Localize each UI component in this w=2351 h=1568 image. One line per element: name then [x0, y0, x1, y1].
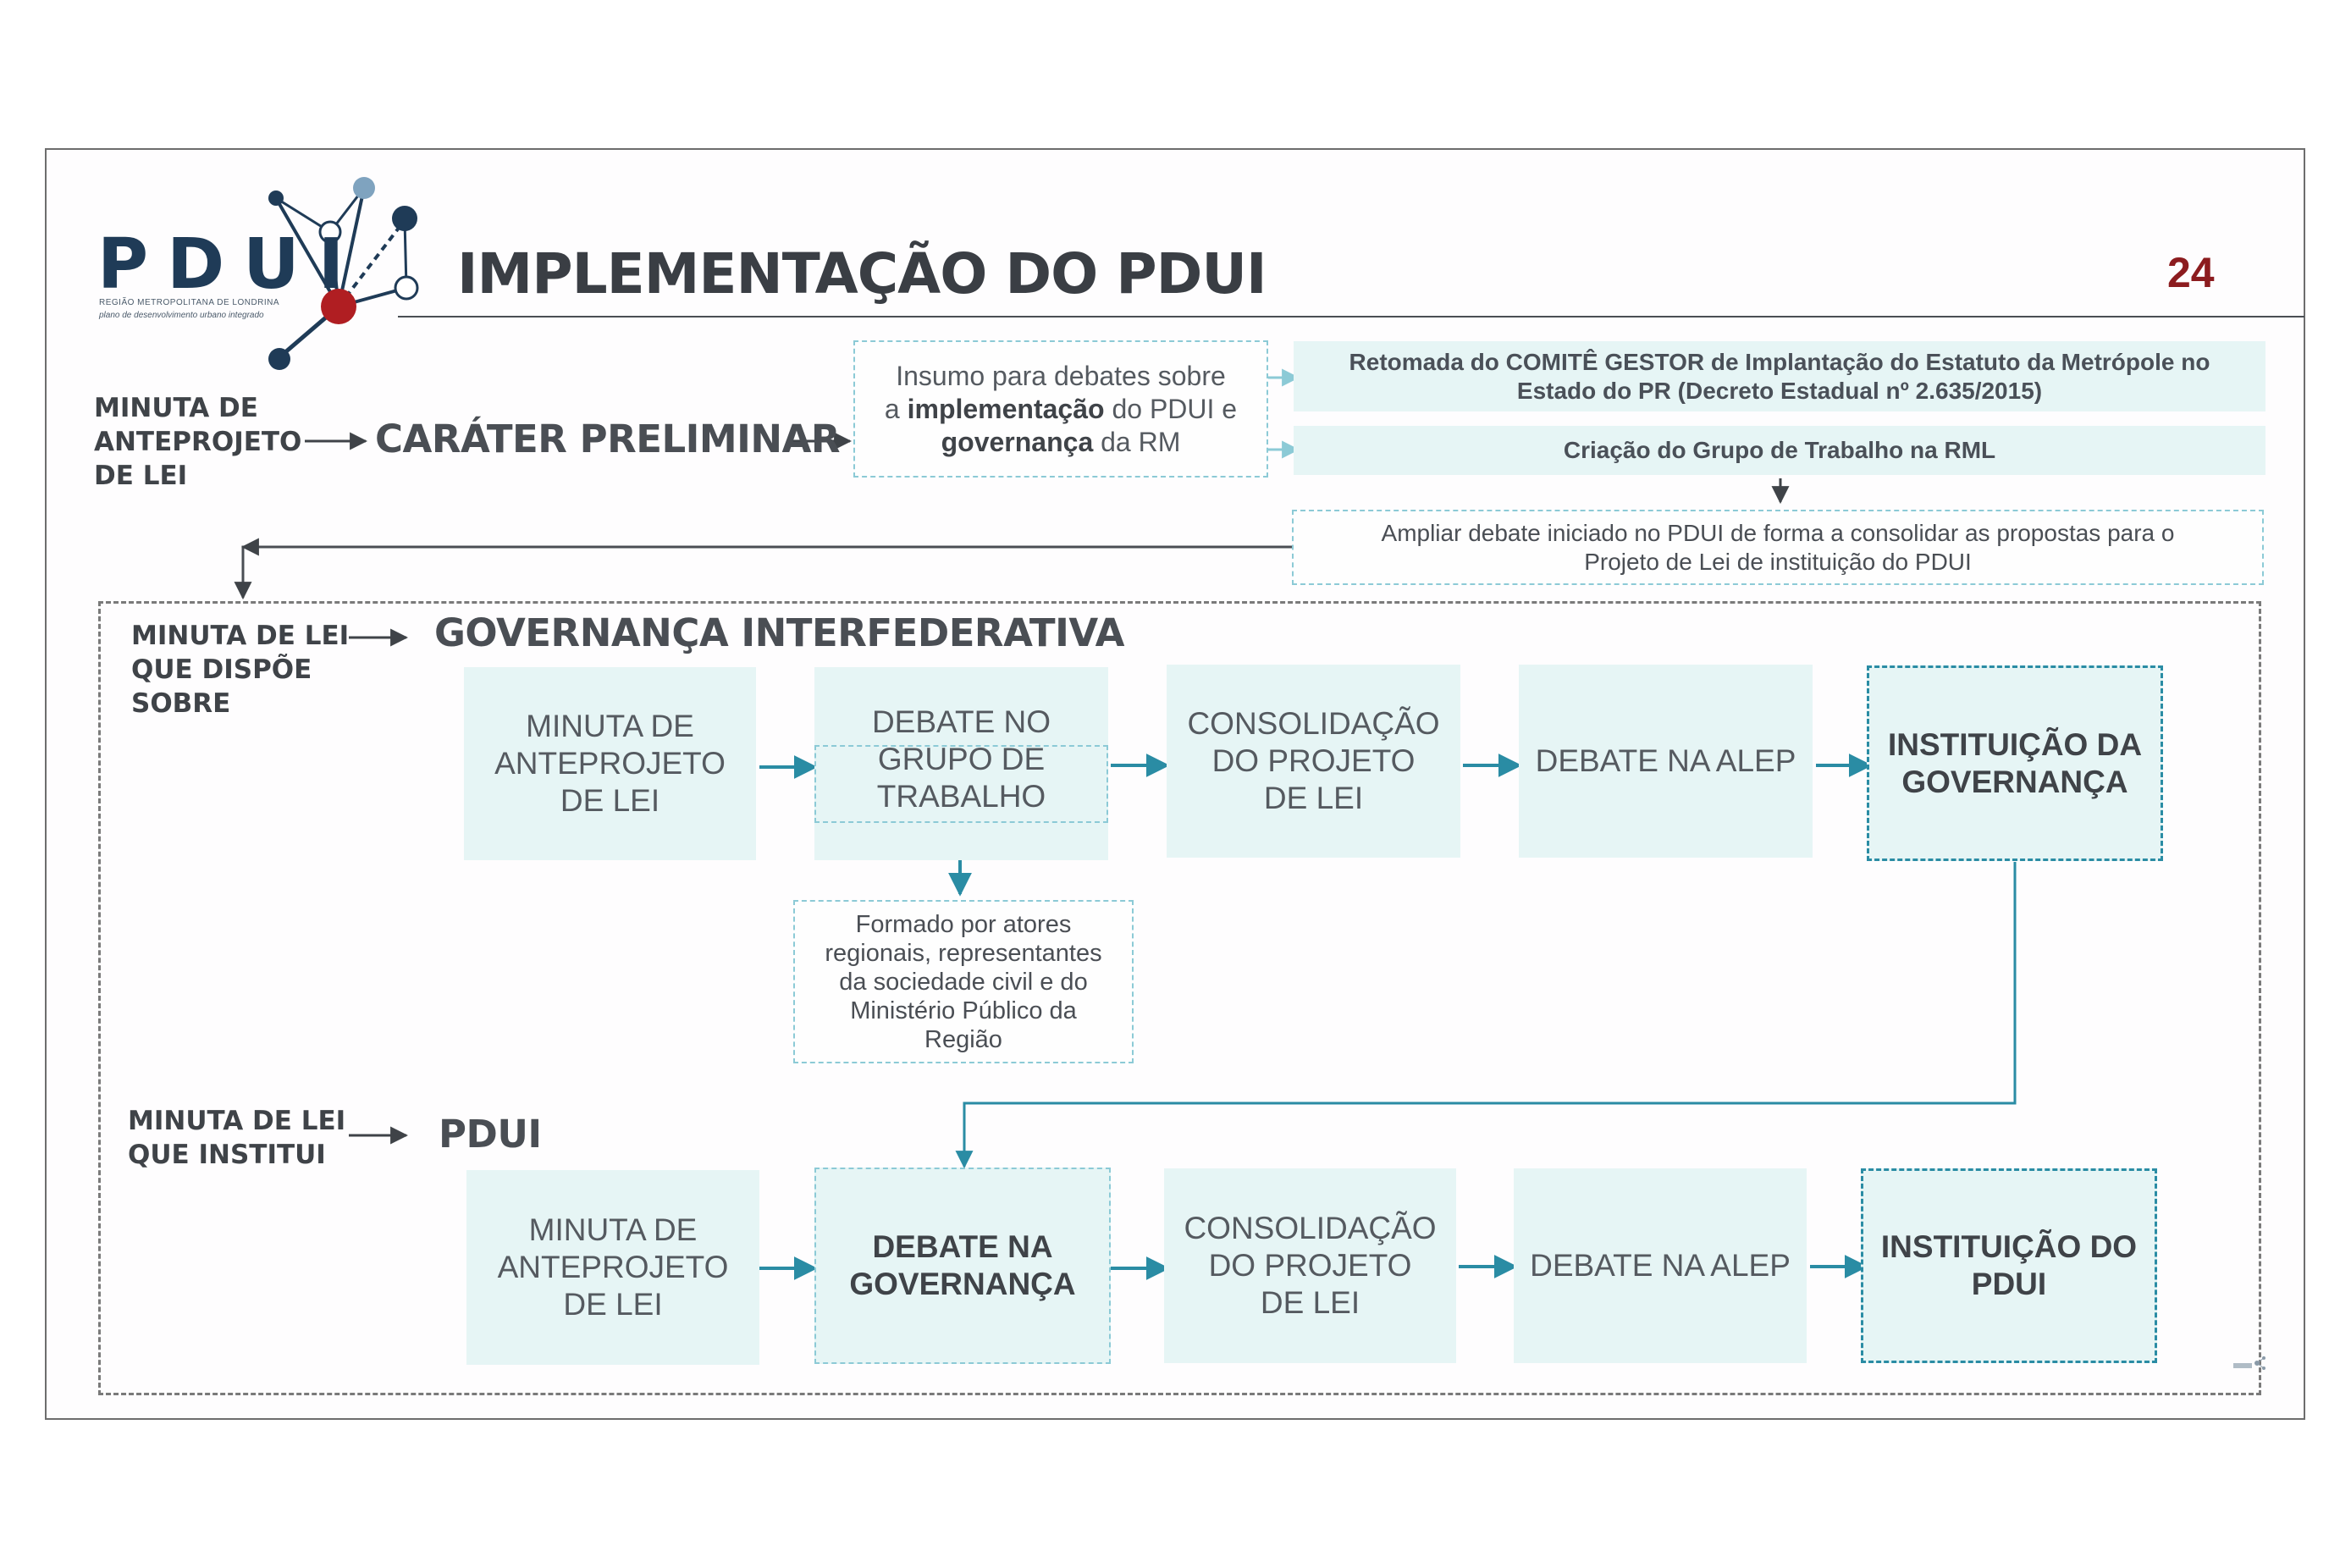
- note-line: Formado por atores: [855, 910, 1072, 938]
- step-line: CONSOLIDAÇÃO: [1184, 1211, 1437, 1245]
- step-line: MINUTA DE: [526, 709, 694, 743]
- governanca-step-debate-grupo: [814, 667, 1108, 860]
- step-line: CONSOLIDAÇÃO: [1187, 706, 1440, 741]
- pdui-heading: PDUI: [439, 1112, 542, 1157]
- logo-tagline: plano de desenvolvimento urbano integrad…: [99, 311, 264, 320]
- text-bold: implementação: [907, 393, 1105, 424]
- step-line: ANTEPROJETO: [494, 746, 726, 781]
- label-line: QUE INSTITUI: [128, 1140, 326, 1170]
- step-line: INSTITUIÇÃO DA: [1887, 726, 2143, 762]
- comite-line1: Retomada do COMITÊ GESTOR de Implantação…: [1349, 348, 2210, 375]
- pdui-left-label: MINUTA DE LEI QUE INSTITUI: [128, 1104, 345, 1172]
- preliminary-left-label: MINUTA DE ANTEPROJETO DE LEI: [94, 391, 301, 493]
- ampliar-line1: Ampliar debate iniciado no PDUI de forma…: [1381, 519, 2175, 546]
- text-bold: governança: [941, 426, 1094, 457]
- label-line: DE LEI: [94, 461, 188, 491]
- insumo-box: Insumo para debates sobre a implementaçã…: [853, 340, 1268, 478]
- page-title: IMPLEMENTAÇÃO DO PDUI: [457, 241, 1267, 306]
- grupo-trabalho-highlight: [814, 745, 1108, 823]
- label-line: MINUTA DE LEI: [131, 621, 350, 651]
- comite-box: Retomada do COMITÊ GESTOR de Implantação…: [1294, 341, 2265, 411]
- label-line: ANTEPROJETO: [94, 427, 302, 457]
- step-line: TRABALHO: [876, 779, 1046, 814]
- logo-subtitle: REGIÃO METROPOLITANA DE LONDRINA: [99, 298, 280, 307]
- pdui-step-minuta: MINUTA DE ANTEPROJETO DE LEI: [466, 1170, 759, 1365]
- governanca-step-consolidacao: CONSOLIDAÇÃO DO PROJETO DE LEI: [1167, 665, 1460, 858]
- step-line: MINUTA DE: [528, 1212, 698, 1247]
- pdui-step-debate-governanca: DEBATE NA GOVERNANÇA: [814, 1168, 1111, 1364]
- label-line: QUE DISPÕE: [131, 654, 312, 685]
- implementation-container: [98, 601, 2261, 1395]
- step-line: DEBATE NA ALEP: [1535, 743, 1796, 778]
- text-span: do PDUI e: [1104, 393, 1238, 424]
- pdui-step-debate-alep: DEBATE NA ALEP: [1514, 1168, 1807, 1363]
- arrow-ampliar-to-governanca: [234, 545, 1292, 600]
- step-line: DE LEI: [563, 1287, 663, 1322]
- insumo-line2: a implementação do PDUI e: [885, 393, 1237, 426]
- text-span: da RM: [1093, 426, 1181, 457]
- step-line: DO PROJETO: [1208, 1248, 1412, 1283]
- label-line: MINUTA DE: [94, 393, 258, 423]
- debate-grupo-label: DEBATE NO GRUPO DE TRABALHO: [814, 667, 1108, 860]
- grupo-trabalho-box: Criação do Grupo de Trabalho na RML: [1294, 426, 2265, 475]
- step-line: GRUPO DE: [877, 742, 1046, 776]
- insumo-line1: Insumo para debates sobre: [896, 360, 1226, 391]
- governanca-step-instituicao: INSTITUIÇÃO DA GOVERNANÇA: [1867, 665, 2163, 861]
- step-line: DEBATE NA ALEP: [1530, 1248, 1791, 1283]
- note-line: da sociedade civil e do: [839, 968, 1088, 996]
- label-line: SOBRE: [131, 688, 231, 719]
- step-line: DE LEI: [1263, 781, 1364, 815]
- corner-watermark-icon: [2233, 1356, 2265, 1370]
- pdui-step-instituicao: INSTITUIÇÃO DO PDUI: [1861, 1168, 2157, 1363]
- governanca-step-minuta: MINUTA DE ANTEPROJETO DE LEI: [464, 667, 756, 860]
- note-line: regionais, representantes: [825, 939, 1102, 967]
- step-line: ANTEPROJETO: [497, 1250, 729, 1284]
- ampliar-debate-box: Ampliar debate iniciado no PDUI de forma…: [1292, 510, 2264, 585]
- ampliar-line2: Projeto de Lei de instituição do PDUI: [1584, 548, 1972, 575]
- step-line: PDUI: [1971, 1267, 2047, 1301]
- comite-line2: Estado do PR (Decreto Estadual nº 2.635/…: [1516, 377, 2043, 404]
- step-line: DE LEI: [560, 783, 660, 818]
- pdui-step-consolidacao: CONSOLIDAÇÃO DO PROJETO DE LEI: [1164, 1168, 1456, 1363]
- step-line: INSTITUIÇÃO DO: [1880, 1229, 2138, 1264]
- note-line: Região: [924, 1025, 1002, 1053]
- governanca-step-debate-alep: DEBATE NA ALEP: [1519, 665, 1813, 858]
- governanca-heading: GOVERNANÇA INTERFEDERATIVA: [434, 610, 1124, 655]
- grupo-composition-note: Formado por atores regionais, representa…: [793, 900, 1134, 1063]
- step-line: GOVERNANÇA: [849, 1267, 1076, 1301]
- page-number: 24: [2167, 249, 2215, 296]
- insumo-line3: governança da RM: [885, 426, 1237, 459]
- step-line: DO PROJETO: [1211, 743, 1416, 778]
- preliminary-heading: CARÁTER PRELIMINAR: [375, 417, 841, 461]
- governanca-left-label: MINUTA DE LEI QUE DISPÕE SOBRE: [131, 619, 349, 721]
- logo-network-icon: [268, 177, 419, 370]
- arrow-governanca-to-pdui: [955, 862, 2017, 1169]
- note-line: Ministério Público da: [850, 997, 1077, 1024]
- text-span: a: [884, 393, 908, 424]
- step-line: DEBATE NO: [871, 704, 1051, 739]
- logo-text: PDUI: [97, 224, 363, 305]
- grupo-trabalho-text: Criação do Grupo de Trabalho na RML: [1563, 437, 1996, 463]
- step-line: GOVERNANÇA: [1901, 764, 2128, 799]
- step-line: DE LEI: [1260, 1285, 1360, 1320]
- label-line: MINUTA DE LEI: [128, 1106, 346, 1136]
- step-line: DEBATE NA: [872, 1229, 1053, 1264]
